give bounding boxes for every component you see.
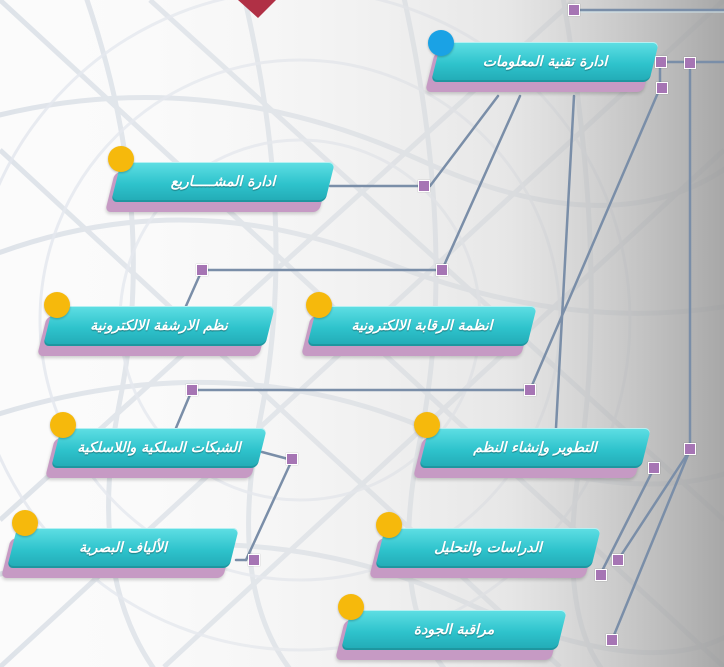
node-label: نظم الارشفة الالكترونية (90, 318, 228, 334)
node-fiber-optics[interactable]: الألياف البصرية (1, 528, 239, 578)
junction-marker (286, 453, 298, 465)
node-wired-wireless-networks[interactable]: الشبكات السلكية واللاسلكية (45, 428, 267, 478)
junction-marker (612, 554, 624, 566)
node-label: ادارة المشـــــاريع (170, 174, 276, 190)
marker-dot (12, 510, 38, 536)
node-quality-control[interactable]: مراقبة الجودة (335, 610, 567, 660)
node-electronic-archiving[interactable]: نظم الارشفة الالكترونية (37, 306, 275, 356)
junction-marker (568, 4, 580, 16)
marker-dot (376, 512, 402, 538)
junction-marker (248, 554, 260, 566)
node-label: انظمة الرقابة الالكترونية (351, 318, 493, 334)
node-label: مراقبة الجودة (413, 622, 495, 638)
junction-marker (595, 569, 607, 581)
node-label: الألياف البصرية (79, 540, 167, 556)
junction-marker (418, 180, 430, 192)
junction-marker (684, 57, 696, 69)
node-electronic-monitoring[interactable]: انظمة الرقابة الالكترونية (301, 306, 537, 356)
root-marker-dot (428, 30, 454, 56)
junction-marker (684, 443, 696, 455)
marker-dot (50, 412, 76, 438)
node-label: ادارة تقنية المعلومات (482, 54, 608, 70)
node-label: التطوير وإنشاء النظم (473, 440, 597, 456)
node-label: الدراسات والتحليل (434, 540, 542, 556)
junction-marker (524, 384, 536, 396)
junction-marker (186, 384, 198, 396)
junction-marker (648, 462, 660, 474)
top-ribbon-shape (238, 0, 276, 18)
junction-marker (656, 82, 668, 94)
junction-marker (606, 634, 618, 646)
marker-dot (338, 594, 364, 620)
node-label: الشبكات السلكية واللاسلكية (77, 440, 241, 456)
junction-marker (655, 56, 667, 68)
marker-dot (108, 146, 134, 172)
marker-dot (414, 412, 440, 438)
marker-dot (306, 292, 332, 318)
junction-marker (436, 264, 448, 276)
marker-dot (44, 292, 70, 318)
node-it-management[interactable]: ادارة تقنية المعلومات (425, 42, 659, 92)
junction-marker (196, 264, 208, 276)
node-project-management[interactable]: ادارة المشـــــاريع (105, 162, 335, 212)
node-studies-analysis[interactable]: الدراسات والتحليل (369, 528, 601, 578)
node-systems-development[interactable]: التطوير وإنشاء النظم (413, 428, 651, 478)
